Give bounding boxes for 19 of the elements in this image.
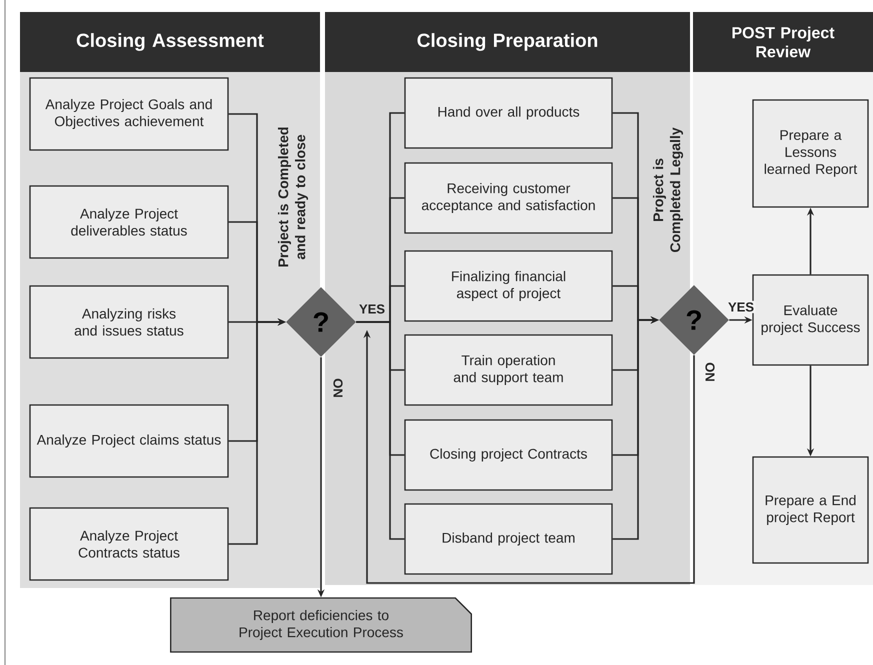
process-box: Prepare a End project Report [752, 456, 869, 564]
process-box: Receiving customer acceptance and satisfaction [404, 162, 613, 234]
process-box: Analyze Project deliverables status [29, 185, 229, 259]
vertical-label: Project is Completed and ready to close [278, 128, 308, 266]
process-box: Disband project team [404, 503, 613, 575]
edge-label: YES [726, 300, 756, 314]
process-box: Analyze Project Contracts status [29, 507, 229, 581]
process-box: Hand over all products [404, 77, 613, 149]
process-box: Prepare a Lessons learned Report [752, 99, 869, 208]
report-box: Report deficiencies to Project Execution Process [170, 597, 472, 653]
process-box: Analyzing risks and issues status [29, 285, 229, 359]
process-box: Train operation and support team [404, 334, 613, 406]
process-box: Finalizing financial aspect of project [404, 250, 613, 322]
process-box: Closing project Contracts [404, 419, 613, 491]
process-box: Evaluate project Success [752, 274, 869, 366]
edge-label: YES [358, 302, 386, 316]
vertical-label: Project is Completed Legally [652, 127, 684, 252]
process-box: Analyze Project claims status [29, 404, 229, 478]
process-box: Analyze Project Goals and Objectives achievement [29, 77, 229, 151]
